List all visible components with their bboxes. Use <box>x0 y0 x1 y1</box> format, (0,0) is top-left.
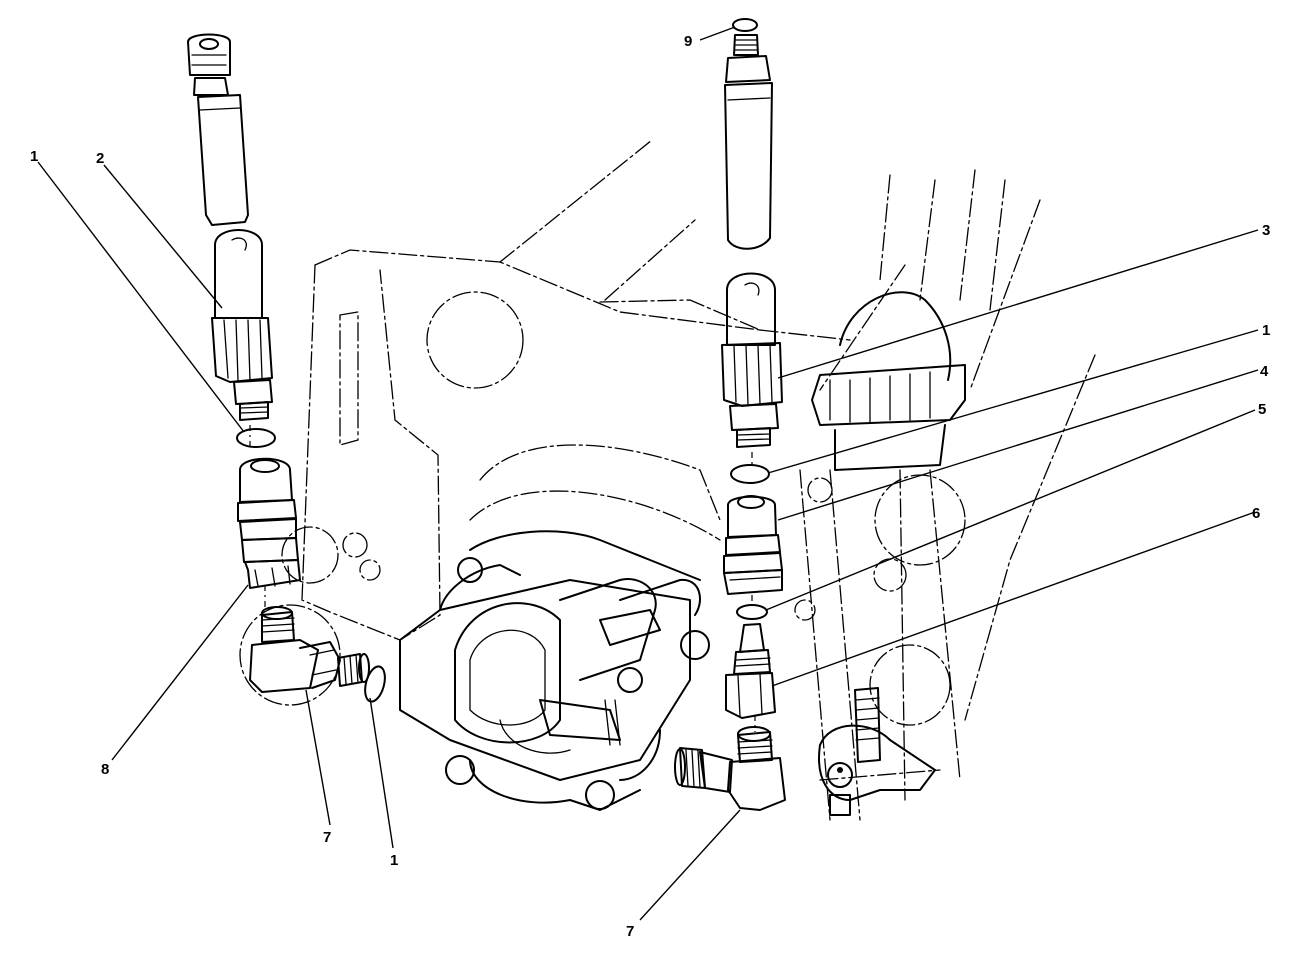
hydraulic-pump <box>399 530 710 811</box>
right-elbow-fitting <box>674 726 786 811</box>
leader-7a <box>305 689 331 826</box>
right-hose-end-fitting <box>721 272 783 448</box>
callout-1-lower: 1 <box>390 852 398 869</box>
leader-1c <box>369 697 394 849</box>
adjuster-lever <box>818 687 936 816</box>
right-quick-disconnect-coupling <box>723 495 783 595</box>
left-elbow-fitting <box>249 606 370 693</box>
right-oring-mid <box>730 464 770 484</box>
left-hose-end-fitting <box>211 229 273 421</box>
callout-3: 3 <box>1262 222 1270 239</box>
leader-1a <box>37 161 245 433</box>
callout-labels: 1 2 9 3 1 4 5 6 8 7 1 7 <box>30 33 1270 940</box>
leader-lines <box>37 26 1259 921</box>
callout-1-right: 1 <box>1262 322 1270 339</box>
right-nipple-fitting <box>725 623 776 719</box>
left-hose-upper <box>187 33 249 226</box>
callout-7-right: 7 <box>626 923 634 940</box>
callout-6: 6 <box>1252 505 1260 522</box>
pump-body-phantom <box>239 444 907 706</box>
leader-9 <box>699 26 736 41</box>
leader-6 <box>771 511 1256 687</box>
leader-8 <box>111 584 249 761</box>
callout-2: 2 <box>96 150 104 167</box>
leader-1b <box>767 329 1259 474</box>
leader-7b <box>639 809 741 921</box>
right-hose-upper <box>724 34 773 250</box>
callout-9: 9 <box>684 33 692 50</box>
leader-5 <box>765 409 1256 611</box>
leader-3 <box>777 229 1259 379</box>
right-oring-top <box>732 18 758 32</box>
callout-4: 4 <box>1260 363 1269 380</box>
leader-2 <box>103 164 223 309</box>
frame-rails-phantom <box>759 169 1096 821</box>
left-oring-upper <box>236 428 276 448</box>
right-oring-lower <box>736 604 768 620</box>
right-centerline <box>751 452 756 732</box>
left-centerline <box>249 425 266 612</box>
callout-5: 5 <box>1258 401 1266 418</box>
left-quick-disconnect-coupling <box>237 457 301 589</box>
callout-8: 8 <box>101 761 109 778</box>
left-oring-lower <box>364 665 386 703</box>
callout-1-upper-left: 1 <box>30 148 38 165</box>
callout-7-left: 7 <box>323 829 331 846</box>
leader-4 <box>777 369 1259 521</box>
mounting-bracket-phantom <box>301 139 761 641</box>
reservoir-cap <box>811 291 966 471</box>
